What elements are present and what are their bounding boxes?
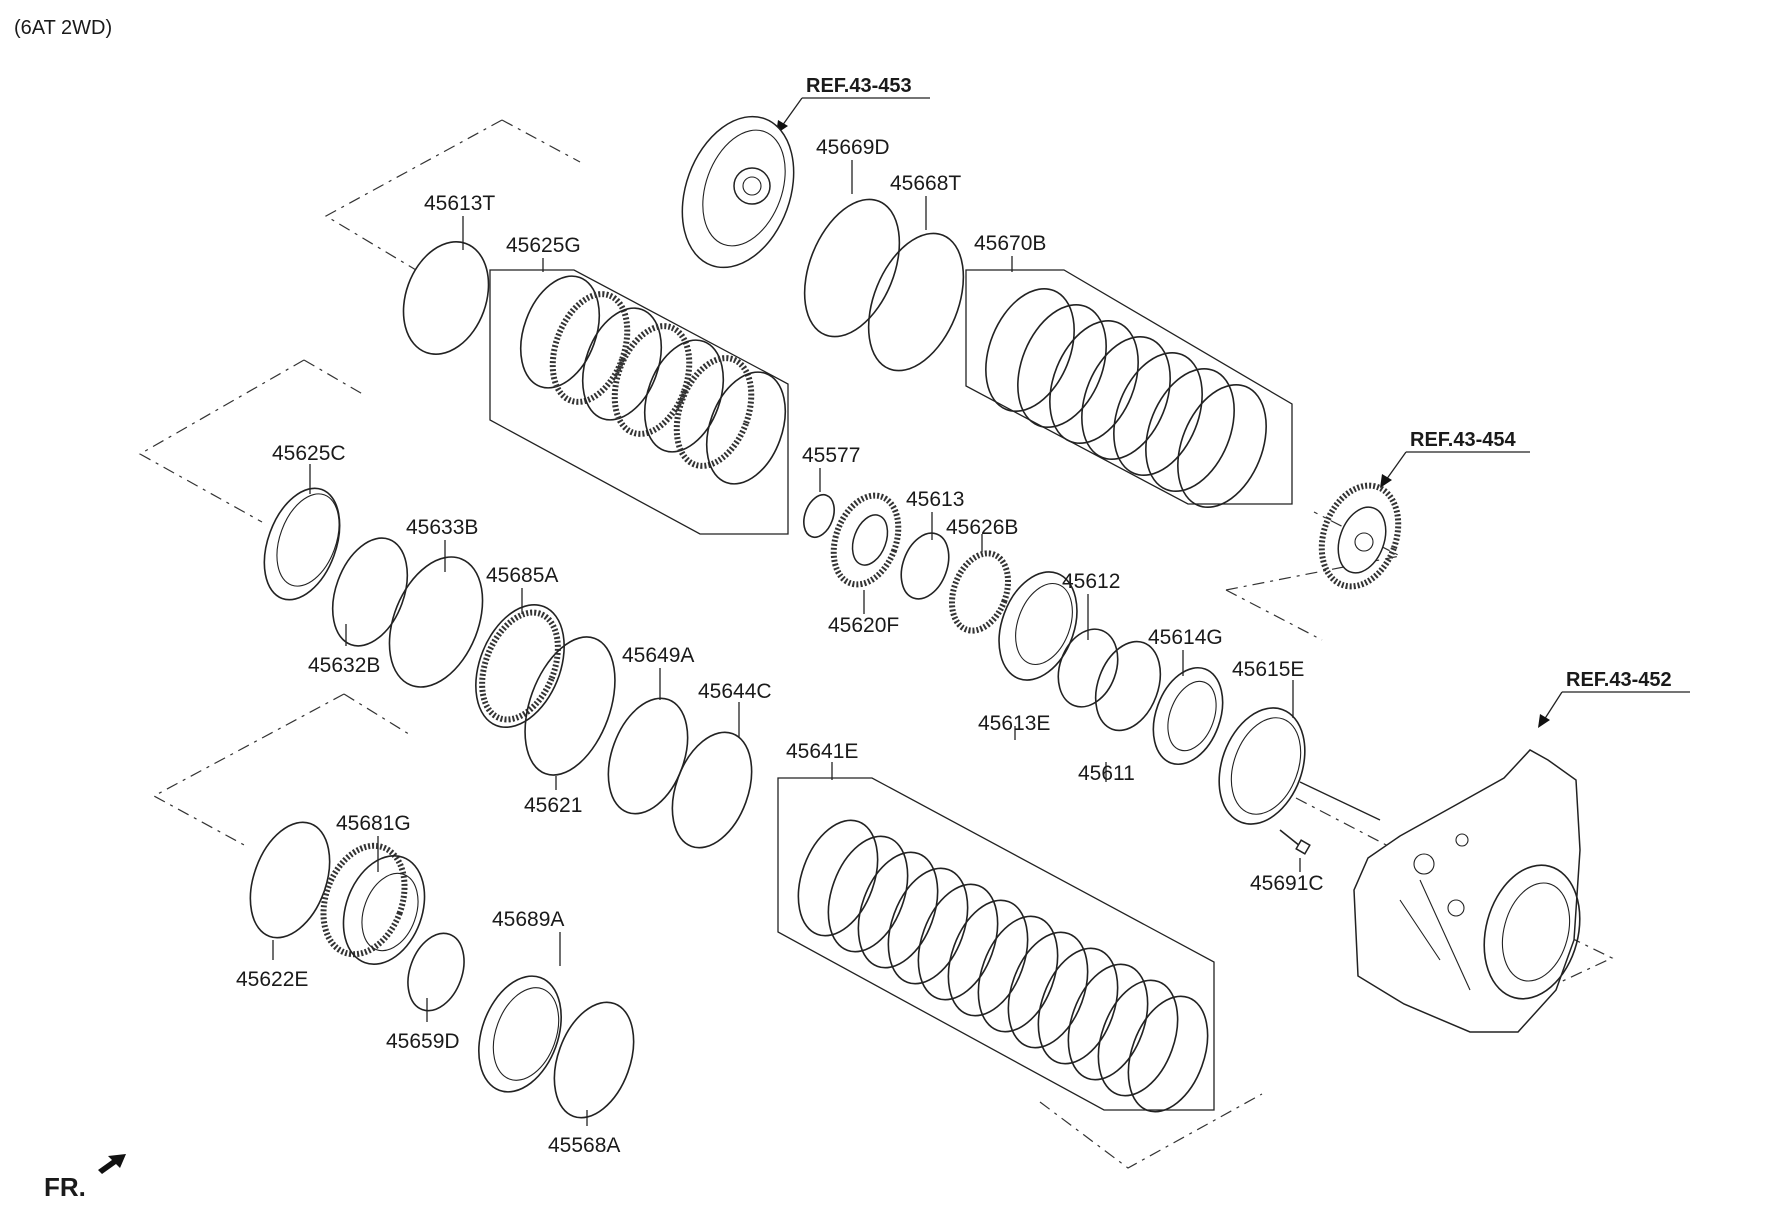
part-label-45613T[interactable]: 45613T	[424, 192, 495, 215]
oil-pump-assembly	[681, 115, 795, 269]
part-label-45641E[interactable]: 45641E	[786, 740, 858, 763]
seal-ring-45632B	[331, 537, 409, 647]
front-arrow-icon	[98, 1154, 126, 1174]
seal-ring-45633B	[388, 556, 484, 688]
part-label-45669D[interactable]: 45669D	[816, 136, 890, 159]
part-label-45668T[interactable]: 45668T	[890, 172, 961, 195]
front-label: FR.	[44, 1172, 86, 1202]
thrust-ring-45668T	[867, 232, 965, 372]
part-label-45568A[interactable]: 45568A	[548, 1134, 620, 1157]
clutch-pack-45670B	[985, 287, 1267, 509]
snap-ring-45621	[524, 636, 616, 776]
part-label-45614G[interactable]: 45614G	[1148, 626, 1223, 649]
part-label-45632B[interactable]: 45632B	[308, 654, 380, 677]
bearing-45626B	[948, 550, 1012, 634]
retainer-45615E	[1218, 707, 1306, 825]
sun-gear-45620F	[830, 492, 902, 588]
part-label-45644C[interactable]: 45644C	[698, 680, 772, 703]
piston-45613E	[998, 571, 1078, 681]
part-labels: 45613T 45625G 45669D 45668T 45670B 45625…	[236, 136, 1324, 1157]
part-label-45622E[interactable]: 45622E	[236, 968, 308, 991]
transmission-case	[1353, 749, 1581, 1033]
output-gear-assembly	[1318, 482, 1402, 590]
part-label-45626B[interactable]: 45626B	[946, 516, 1018, 539]
part-label-45620F[interactable]: 45620F	[828, 614, 899, 637]
part-label-45613[interactable]: 45613	[906, 488, 964, 511]
clutch-hub-45625C	[263, 487, 341, 601]
seal-ring-45612	[1057, 628, 1119, 708]
arrow-head-icon	[1538, 714, 1550, 728]
part-label-45670B[interactable]: 45670B	[974, 232, 1046, 255]
assembly-brackets	[489, 269, 1293, 1111]
part-label-45685A[interactable]: 45685A	[486, 564, 558, 587]
part-label-45691C[interactable]: 45691C	[1250, 872, 1324, 895]
clutch-drum-45681G	[320, 842, 426, 966]
part-label-45659D[interactable]: 45659D	[386, 1030, 460, 1053]
part-label-45649A[interactable]: 45649A	[622, 644, 694, 667]
clutch-disc-45649A	[607, 697, 689, 815]
ref-label-452[interactable]: REF.43-452	[1566, 669, 1672, 691]
front-direction-indicator: FR.	[44, 1154, 126, 1202]
part-label-45577[interactable]: 45577	[802, 444, 860, 467]
arrow-head-icon	[1380, 474, 1392, 488]
snap-ring-45613	[900, 532, 950, 600]
part-label-45681G[interactable]: 45681G	[336, 812, 411, 835]
part-label-45615E[interactable]: 45615E	[1232, 658, 1304, 681]
reference-callout-452[interactable]: REF.43-452	[1538, 669, 1690, 728]
clutch-pack-45641E	[797, 819, 1209, 1113]
part-label-45633B[interactable]: 45633B	[406, 516, 478, 539]
snap-ring-45613T	[402, 241, 490, 355]
snap-ring-45622E	[249, 821, 331, 939]
small-ring-45577	[803, 493, 835, 539]
ref-label-454[interactable]: REF.43-454	[1410, 429, 1516, 451]
clutch-pack-45625G	[519, 275, 787, 485]
bolt-45691C	[1279, 829, 1311, 855]
seal-ring-45611	[1094, 640, 1162, 732]
piston-45689A	[478, 975, 562, 1093]
reference-callout-453[interactable]: REF.43-453	[776, 75, 930, 134]
retainer-45614G	[1152, 666, 1224, 766]
part-label-45613E[interactable]: 45613E	[978, 712, 1050, 735]
thrust-ring-45669D	[803, 198, 901, 338]
part-label-45625C[interactable]: 45625C	[272, 442, 346, 465]
part-label-45689A[interactable]: 45689A	[492, 908, 564, 931]
spring-retainer-45685A	[475, 603, 565, 729]
leader-lines	[272, 160, 1381, 1126]
part-label-45611[interactable]: 45611	[1078, 762, 1135, 785]
snap-ring-45659D	[407, 932, 465, 1012]
snap-ring-45568A	[553, 1001, 635, 1119]
assembly-outlines	[138, 119, 1614, 1169]
part-label-45621[interactable]: 45621	[524, 794, 582, 817]
part-label-45612[interactable]: 45612	[1062, 570, 1120, 593]
clutch-disc-45644C	[671, 731, 753, 849]
ref-label-453[interactable]: REF.43-453	[806, 75, 912, 97]
diagram-title: (6AT 2WD)	[14, 17, 112, 39]
reference-callout-454[interactable]: REF.43-454	[1380, 429, 1530, 488]
part-label-45625G[interactable]: 45625G	[506, 234, 581, 257]
